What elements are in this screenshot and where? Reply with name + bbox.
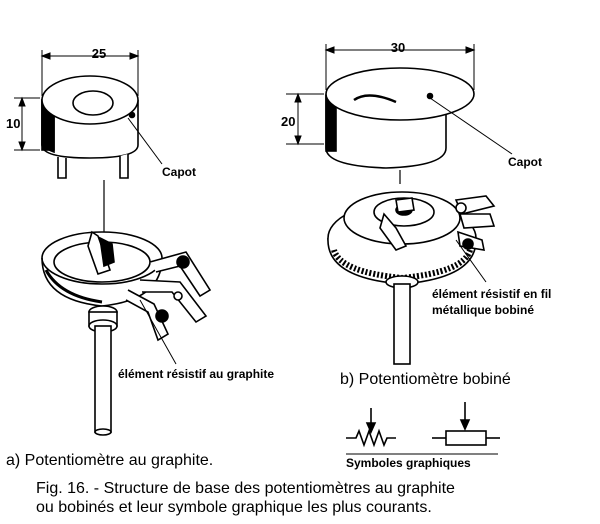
pot-a-width-label: 25 (92, 46, 106, 61)
pot-a-element-leader (139, 299, 177, 365)
pot-b-capot-label: Capot (508, 155, 542, 169)
pot-b-shaft (393, 283, 411, 365)
pot-b-element-leader (455, 239, 487, 283)
pot-b-width-label: 30 (391, 40, 405, 55)
pot-a-cap-dot (128, 111, 136, 119)
symbols-label: Symboles graphiques (346, 456, 471, 470)
pot-a-shaft (94, 325, 112, 436)
pot-b-element-label-line1: élément résistif en fil (432, 287, 551, 301)
pot-a-cap (41, 75, 139, 179)
pot-b-cap-dot (426, 92, 434, 100)
pot-a-capot-leader (127, 117, 163, 165)
pot-b-cap (325, 67, 475, 169)
potentiometer-symbol-rectangle (432, 402, 500, 446)
caption-line-2: ou bobinés et leur symbole graphique les… (36, 499, 432, 516)
pot-b-subtitle: b) Potentiomètre bobiné (340, 371, 511, 388)
pot-b-height-label: 20 (281, 114, 295, 129)
pot-a-capot-label: Capot (162, 165, 196, 179)
pot-b-width-dimension (324, 44, 476, 90)
pot-a-body (41, 230, 212, 342)
caption-line-1: Fig. 16. - Structure de base des potenti… (36, 480, 455, 497)
pot-b-capot-leader (429, 97, 513, 155)
pot-b-height-dimension (286, 92, 324, 146)
pot-b-body (327, 191, 496, 289)
pot-a-width-dimension (40, 50, 140, 96)
pot-a-element-label: élément résistif au graphite (118, 367, 274, 381)
pot-a-subtitle: a) Potentiomètre au graphite. (6, 452, 213, 469)
pot-b-element-label-line2: métallique bobiné (432, 303, 534, 317)
pot-a-height-label: 10 (6, 116, 20, 131)
pot-a-height-dimension (14, 96, 40, 152)
potentiometer-symbol-zigzag (346, 408, 396, 448)
